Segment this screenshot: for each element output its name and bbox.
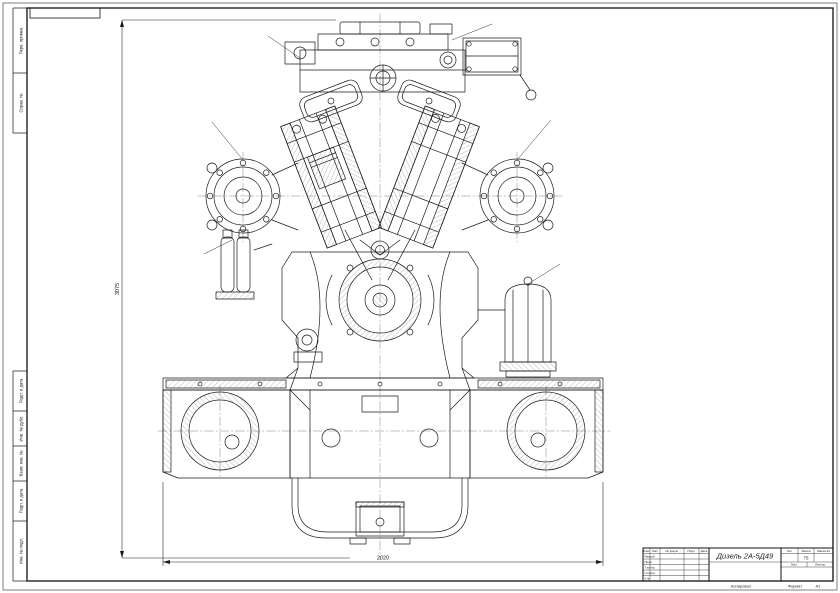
right-oil-filter (477, 276, 557, 378)
tb-header-izm: Изм. (643, 549, 650, 553)
side-label: Инв. № дубл. (19, 416, 24, 442)
drawing-frame (26, 7, 834, 582)
format-value: А1 (816, 584, 822, 589)
top-designation-box (29, 7, 101, 19)
right-side-housing (461, 158, 555, 234)
title-block-doc-name: Дизель 2А-5Д49 (716, 552, 774, 561)
dimension-width-label: 2020 (377, 556, 389, 562)
left-cylinder-bank (280, 105, 382, 249)
tb-header-data: Дата (701, 549, 708, 553)
tb-scale-label: Масштаб (817, 549, 830, 553)
leader-lines (203, 23, 561, 285)
tb-header-docnum: № докум. (665, 549, 678, 553)
base-frame (162, 377, 604, 479)
tb-sheets-label: Листов (815, 563, 825, 567)
side-label: Взам. инв. № (19, 450, 24, 476)
tb-role-utv: Утв. (645, 577, 651, 581)
left-expansion-tanks (215, 229, 273, 300)
tb-role-prov: Пров. (645, 560, 653, 564)
side-label: Подп. и дата (19, 488, 24, 513)
dimension-height-label: 3075 (115, 283, 121, 295)
tb-role-razrab: Разраб. (645, 555, 656, 559)
centerlines (157, 13, 611, 561)
tb-lit-label: Лит. (787, 549, 793, 553)
tb-sheet-label: Лист (791, 563, 798, 567)
side-label: Подп. и дата (19, 378, 24, 403)
format-label: Формат (788, 584, 802, 589)
tb-role-tkontr: Т.контр. (645, 566, 656, 570)
tb-mass-value: 75 (803, 556, 809, 561)
right-cylinder-bank (378, 105, 480, 249)
tb-role-nkontr: Н.контр. (645, 571, 657, 575)
tb-header-podp: Подп. (688, 549, 696, 553)
top-assembly (284, 21, 537, 101)
side-label: Инв. № подл. (19, 538, 24, 564)
side-label: Справ. № (19, 93, 24, 113)
side-column (12, 7, 27, 582)
tb-header-list: Лист (652, 549, 659, 553)
crankcase (281, 251, 479, 391)
oil-sump (291, 477, 469, 545)
title-block: Изм. Лист № докум. Подп. Дата Лит. Масса… (642, 547, 834, 582)
bottom-margin-strip: Копировал Формат А1 (731, 584, 821, 589)
tb-mass-label: Масса (802, 549, 811, 553)
copied-label: Копировал (731, 584, 752, 589)
engine-front-view-drawing (157, 13, 611, 561)
dimension-lines (120, 19, 604, 566)
side-label: Перв. примен. (19, 27, 24, 55)
left-side-housing (205, 158, 299, 234)
side-column-labels: Перв. примен. Справ. № Подп. и дата Инв.… (19, 27, 24, 564)
